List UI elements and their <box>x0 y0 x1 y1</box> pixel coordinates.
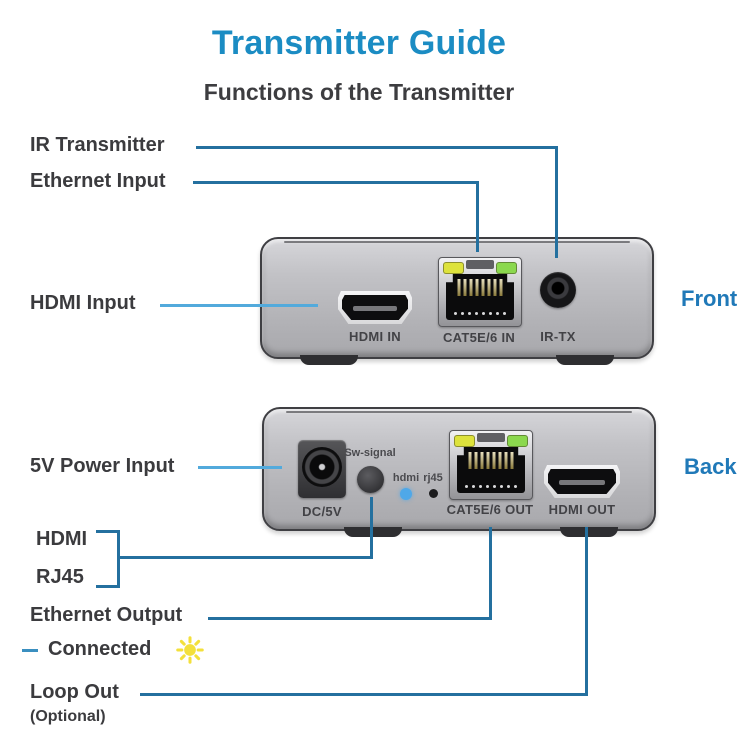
page-title: Transmitter Guide <box>211 24 507 62</box>
line-ethernet-output-h <box>208 617 492 620</box>
line-sw-signal-v <box>370 497 373 559</box>
front-device: HDMI IN CAT5E/6 IN IR-TX <box>260 237 654 365</box>
hdmi-out-label: HDMI OUT <box>548 502 616 517</box>
line-ir-transmitter-v <box>555 146 558 258</box>
device-foot <box>560 527 618 537</box>
line-bracket-mid <box>117 556 373 559</box>
cat5e-out-label: CAT5E/6 OUT <box>446 502 534 517</box>
back-device: DC/5V Sw-signal hdmi rj45 CAT5E/6 OUT <box>262 407 656 537</box>
line-hdmi-input <box>160 304 318 307</box>
line-ir-transmitter-h <box>196 146 558 149</box>
rj45-led-label: rj45 <box>423 472 443 484</box>
callout-power-input: 5V Power Input <box>30 455 175 477</box>
rj45-latch-tab <box>466 260 494 269</box>
sw-signal-label: Sw-signal <box>344 447 396 459</box>
callout-hdmi-input: HDMI Input <box>30 292 136 314</box>
cat5e-out-port <box>449 430 533 500</box>
line-ethernet-input-v <box>476 181 479 252</box>
sw-signal-button <box>357 466 384 493</box>
line-ethernet-output-v <box>489 527 492 620</box>
dc-label: DC/5V <box>302 504 342 519</box>
line-loop-out-v <box>585 527 588 696</box>
callout-ethernet-input: Ethernet Input <box>30 170 166 192</box>
header: Transmitter Guide Functions of the Trans… <box>0 24 750 106</box>
hdmi-out-port <box>544 465 620 498</box>
rj45-contact-dots <box>465 485 517 488</box>
sun-icon <box>176 636 204 664</box>
device-foot <box>344 527 402 537</box>
rj45-cavity <box>446 274 514 320</box>
callout-hdmi: HDMI <box>36 528 88 550</box>
line-ethernet-input-h <box>193 181 479 184</box>
callout-rj45: RJ45 <box>36 566 84 588</box>
hdmi-in-port <box>338 291 412 324</box>
rj45-green-led <box>496 262 517 274</box>
callout-optional: (Optional) <box>30 708 106 725</box>
dc-power-jack <box>298 440 346 498</box>
hdmi-port-slot <box>352 305 398 311</box>
rj45-yellow-led <box>443 262 464 274</box>
cat5e-in-label: CAT5E/6 IN <box>442 330 516 345</box>
hdmi-in-label: HDMI IN <box>349 329 401 344</box>
view-label-front: Front <box>681 286 738 311</box>
rj45-status-led <box>429 489 438 498</box>
dc-barrel <box>302 446 342 487</box>
line-loop-out-h <box>140 693 588 696</box>
page-subtitle: Functions of the Transmitter <box>203 79 515 105</box>
rj45-contact-dots <box>454 312 506 315</box>
connected-dash <box>22 649 38 652</box>
rj45-latch-tab <box>477 433 505 442</box>
callout-connected: Connected <box>48 638 152 660</box>
rj45-pins <box>457 279 503 296</box>
callout-loop-out: Loop Out <box>30 681 119 703</box>
cat5e-in-port <box>438 257 522 327</box>
callout-ir-transmitter: IR Transmitter <box>30 134 165 156</box>
hdmi-port-slot <box>559 479 605 485</box>
rj45-pins <box>468 452 514 469</box>
line-bracket-bottom <box>96 585 120 588</box>
ir-tx-jack <box>540 272 576 308</box>
line-bracket-vertical <box>117 530 120 588</box>
line-power-input <box>198 466 282 469</box>
callout-ethernet-output: Ethernet Output <box>30 604 183 626</box>
ir-tx-label: IR-TX <box>540 329 576 344</box>
line-bracket-top <box>96 530 120 533</box>
device-foot <box>556 355 614 365</box>
hdmi-led-label: hdmi <box>392 472 420 484</box>
device-foot <box>300 355 358 365</box>
rj45-cavity <box>457 447 525 493</box>
rj45-green-led <box>507 435 528 447</box>
rj45-yellow-led <box>454 435 475 447</box>
view-label-back: Back <box>684 454 737 479</box>
hdmi-status-led <box>400 488 412 500</box>
